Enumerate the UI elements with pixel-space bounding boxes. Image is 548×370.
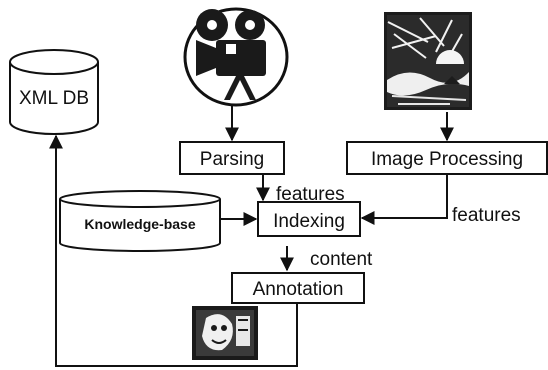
content-label: content bbox=[310, 249, 373, 270]
image-processing-node: Image Processing bbox=[346, 141, 548, 175]
xml-db-node: XML DB bbox=[9, 49, 99, 135]
xml-db-label: XML DB bbox=[19, 88, 89, 109]
edge-annotation-to-xmldb bbox=[49, 134, 298, 367]
knowledge-base-label: Knowledge-base bbox=[84, 216, 195, 232]
edge-indexing-to-annotation: content bbox=[280, 246, 373, 272]
knowledge-base-node: Knowledge-base bbox=[59, 190, 221, 252]
parsing-features-label: features bbox=[276, 184, 345, 205]
indexing-label: Indexing bbox=[273, 211, 345, 232]
imageproc-features-label: features bbox=[452, 205, 521, 226]
edge-parsing-to-indexing: features bbox=[256, 175, 345, 205]
image-processing-label: Image Processing bbox=[371, 149, 523, 170]
indexing-node: Indexing bbox=[257, 201, 361, 237]
annotation-label: Annotation bbox=[253, 279, 344, 300]
edge-imageproc-to-indexing: features bbox=[360, 175, 521, 226]
parsing-label: Parsing bbox=[200, 149, 264, 170]
parsing-node: Parsing bbox=[179, 141, 285, 175]
annotation-node: Annotation bbox=[231, 272, 365, 304]
film-camera-icon bbox=[183, 7, 289, 107]
video-frame-thumbnail-icon bbox=[192, 306, 258, 360]
landscape-picture-icon bbox=[384, 12, 472, 110]
